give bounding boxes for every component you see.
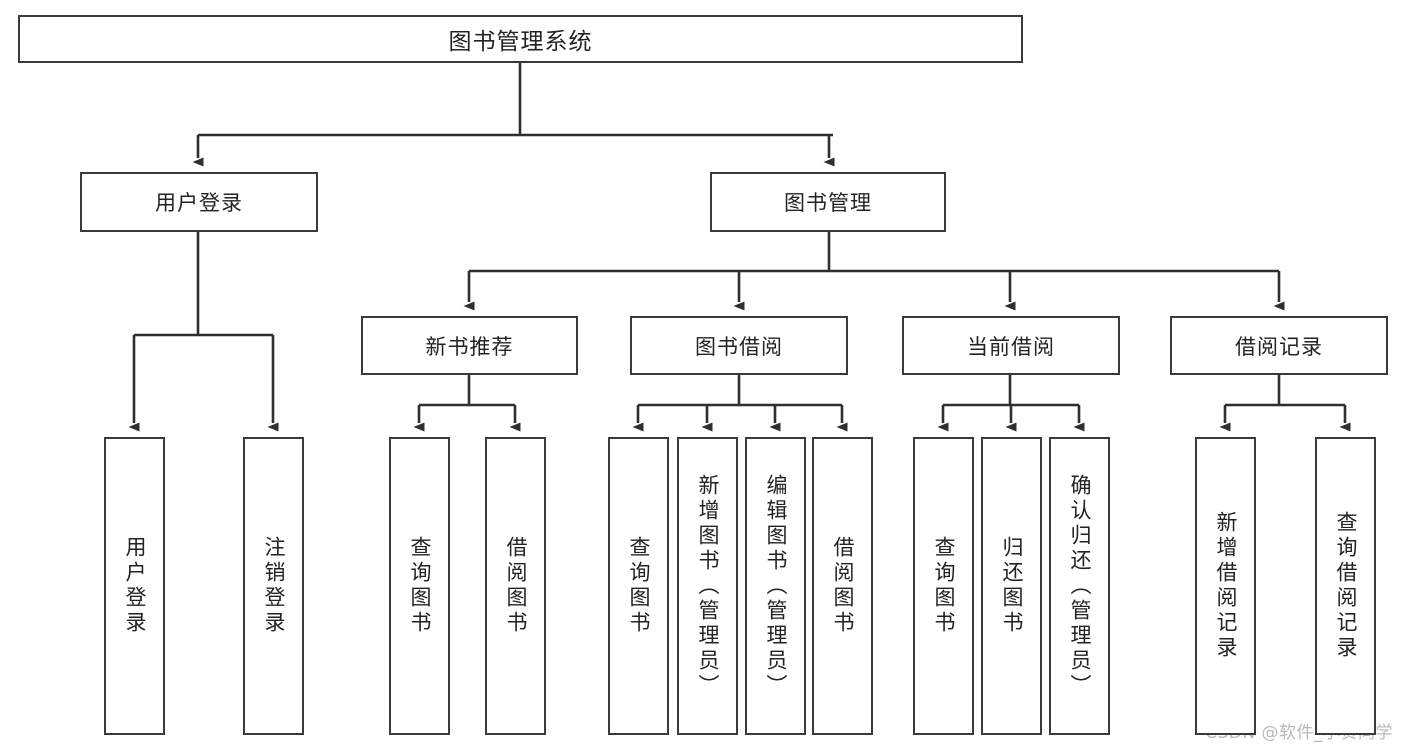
node-leaf-logout-login[interactable]: 注销登录 [243, 437, 304, 735]
node-book-manage-label: 图书管理 [784, 191, 872, 215]
node-leaf-query-book-current[interactable]: 查询图书 [913, 437, 974, 735]
node-leaf-edit-book-label: 编辑图书（管理员） [764, 473, 788, 699]
node-leaf-query-book-current-label: 查询图书 [932, 536, 956, 636]
node-leaf-add-record[interactable]: 新增借阅记录 [1195, 437, 1256, 735]
node-leaf-query-record[interactable]: 查询借阅记录 [1315, 437, 1376, 735]
node-leaf-return-book[interactable]: 归还图书 [981, 437, 1042, 735]
node-current-borrow[interactable]: 当前借阅 [902, 316, 1120, 375]
node-leaf-query-record-label: 查询借阅记录 [1334, 511, 1358, 661]
node-borrow-record[interactable]: 借阅记录 [1170, 316, 1388, 375]
node-user-login-label: 用户登录 [155, 191, 243, 215]
node-leaf-query-book-rec[interactable]: 查询图书 [389, 437, 450, 735]
node-book-borrow[interactable]: 图书借阅 [630, 316, 848, 375]
node-root[interactable]: 图书管理系统 [18, 15, 1023, 63]
node-leaf-add-book[interactable]: 新增图书（管理员） [677, 437, 738, 735]
node-leaf-edit-book[interactable]: 编辑图书（管理员） [745, 437, 806, 735]
node-new-book-rec-label: 新书推荐 [425, 334, 514, 359]
node-leaf-borrow-book-label: 借阅图书 [831, 536, 855, 636]
node-book-manage[interactable]: 图书管理 [710, 172, 946, 232]
node-leaf-confirm-return-label: 确认归还（管理员） [1068, 473, 1092, 699]
node-book-borrow-label: 图书借阅 [695, 334, 783, 359]
node-leaf-user-login[interactable]: 用户登录 [104, 437, 165, 735]
node-leaf-add-book-label: 新增图书（管理员） [696, 473, 720, 699]
node-borrow-record-label: 借阅记录 [1235, 334, 1323, 359]
node-leaf-return-book-label: 归还图书 [1000, 536, 1024, 636]
node-leaf-query-book-borrow[interactable]: 查询图书 [608, 437, 669, 735]
node-user-login[interactable]: 用户登录 [80, 172, 318, 232]
node-leaf-confirm-return[interactable]: 确认归还（管理员） [1049, 437, 1110, 735]
node-current-borrow-label: 当前借阅 [967, 334, 1055, 359]
node-leaf-logout-login-label: 注销登录 [262, 536, 286, 636]
node-leaf-borrow-book-rec[interactable]: 借阅图书 [485, 437, 546, 735]
node-leaf-borrow-book-rec-label: 借阅图书 [504, 536, 528, 636]
node-leaf-user-login-label: 用户登录 [123, 536, 147, 636]
node-leaf-query-book-borrow-label: 查询图书 [627, 536, 651, 636]
node-leaf-add-record-label: 新增借阅记录 [1214, 511, 1238, 661]
node-root-label: 图书管理系统 [448, 29, 593, 55]
node-new-book-rec[interactable]: 新书推荐 [361, 316, 578, 375]
node-leaf-query-book-rec-label: 查询图书 [408, 536, 432, 636]
node-leaf-borrow-book[interactable]: 借阅图书 [812, 437, 873, 735]
